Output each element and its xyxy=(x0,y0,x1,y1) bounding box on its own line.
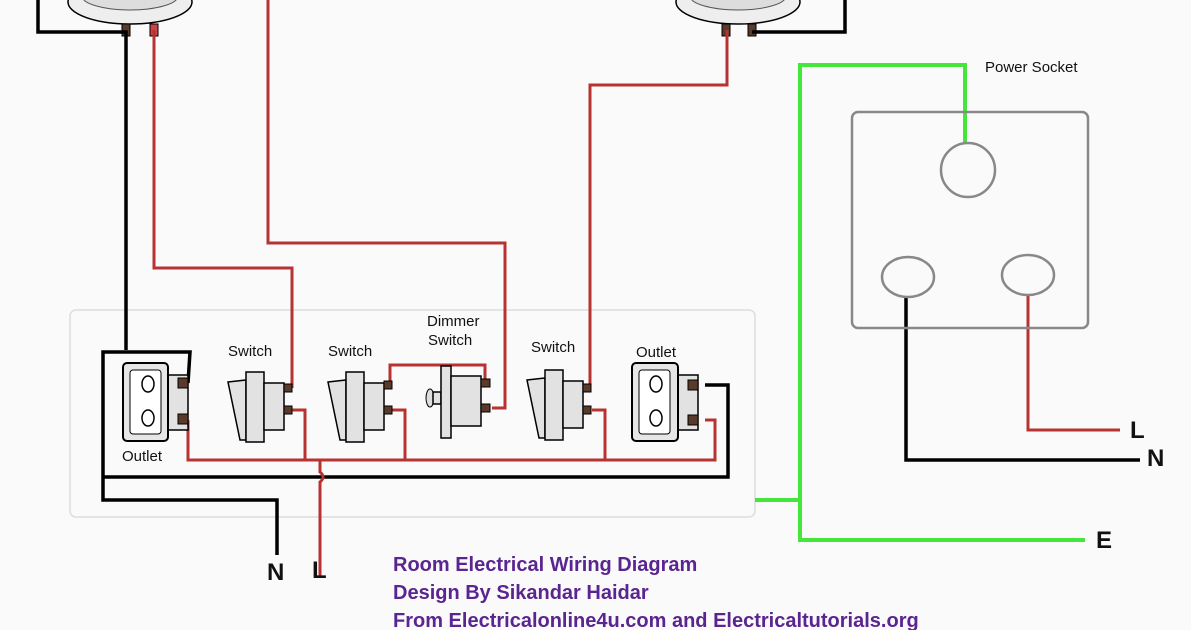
earth-label-right: E xyxy=(1096,527,1112,554)
switch-1[interactable] xyxy=(227,371,293,443)
neutral-wires xyxy=(36,0,1140,555)
power-socket-label: Power Socket xyxy=(985,59,1078,76)
caption-source: From Electricalonline4u.com and Electric… xyxy=(393,610,919,630)
caption-author: Design By Sikandar Haidar xyxy=(393,582,649,604)
dimmer-switch[interactable] xyxy=(425,365,491,439)
live-label-right: L xyxy=(1130,417,1145,444)
switch-1-label: Switch xyxy=(228,343,272,360)
lamp-left xyxy=(67,0,193,37)
outlet-right[interactable] xyxy=(631,362,699,442)
switch-3-label: Switch xyxy=(531,339,575,356)
neutral-label-right: N xyxy=(1147,445,1164,472)
switch-2-label: Switch xyxy=(328,343,372,360)
outlet-left[interactable] xyxy=(122,362,189,442)
dimmer-label-line2: Switch xyxy=(428,332,472,349)
live-label-bottom: L xyxy=(312,557,327,584)
neutral-label-bottom: N xyxy=(267,559,284,586)
outlet-right-label: Outlet xyxy=(636,344,677,361)
outlet-left-label: Outlet xyxy=(122,448,163,465)
caption-title: Room Electrical Wiring Diagram xyxy=(393,554,697,576)
dimmer-label-line1: Dimmer xyxy=(427,313,480,330)
switch-3[interactable] xyxy=(526,369,592,441)
earth-wires xyxy=(755,63,1085,542)
switch-board-panel xyxy=(69,309,756,518)
live-wires xyxy=(152,0,1120,578)
switch-2[interactable] xyxy=(327,371,393,443)
power-socket[interactable] xyxy=(850,110,1090,330)
